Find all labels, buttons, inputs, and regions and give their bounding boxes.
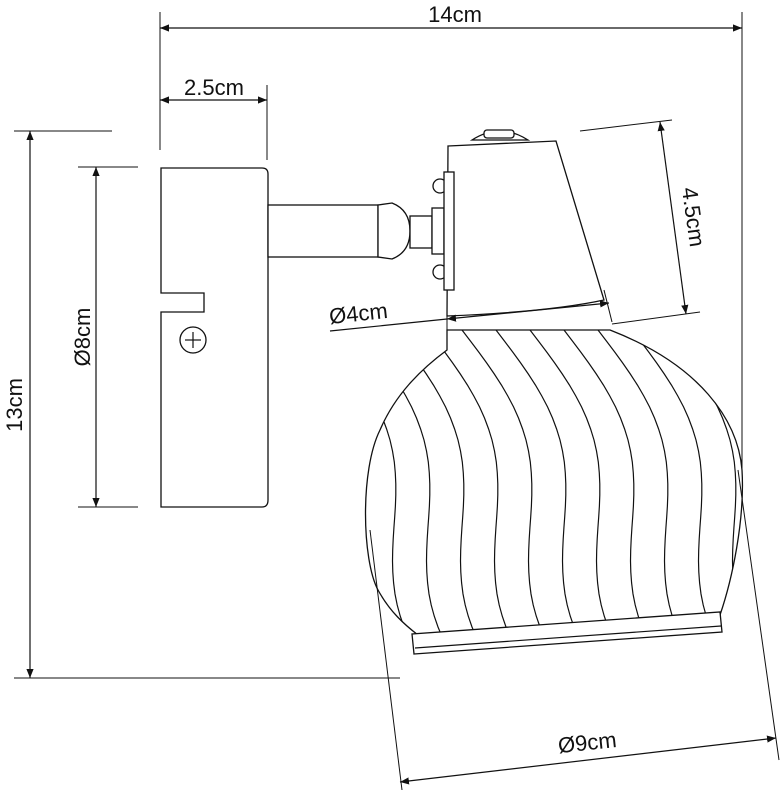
- glass-shade: [258, 329, 781, 660]
- shade-rib-line: [258, 330, 352, 660]
- shade-rib-line: [563, 330, 659, 635]
- dim-base-depth: 2.5cm: [160, 75, 268, 160]
- dim-base-diameter: Ø8cm: [70, 166, 138, 508]
- shade-diameter-label: Ø9cm: [557, 727, 618, 758]
- dim-total-width: 14cm: [159, 2, 743, 470]
- holder-diameter-label: Ø4cm: [328, 298, 389, 329]
- shade-rib-line: [495, 330, 591, 635]
- wall-base: [160, 167, 269, 508]
- base-depth-label: 2.5cm: [184, 75, 244, 100]
- arm-connector: [267, 178, 448, 280]
- shade-rib-line: [393, 330, 489, 635]
- shade-rib-line: [768, 330, 781, 660]
- dim-total-height: 13cm: [2, 130, 400, 679]
- total-height-label: 13cm: [2, 378, 27, 432]
- dim-holder-diameter: Ø4cm: [328, 289, 613, 336]
- shade-rib-line: [461, 330, 557, 635]
- total-width-label: 14cm: [428, 2, 482, 27]
- shade-rib-line: [631, 330, 727, 635]
- base-diameter-label: Ø8cm: [70, 308, 95, 367]
- holder-height-label: 4.5cm: [677, 186, 710, 249]
- shade-rib-line: [365, 330, 421, 635]
- dim-shade-diameter: Ø9cm: [369, 469, 780, 791]
- lamp-holder: [443, 129, 605, 317]
- shade-rib-line: [427, 330, 523, 635]
- shade-rib-line: [529, 330, 625, 635]
- screw-icon: [179, 326, 207, 354]
- shade-rib-line: [597, 330, 693, 635]
